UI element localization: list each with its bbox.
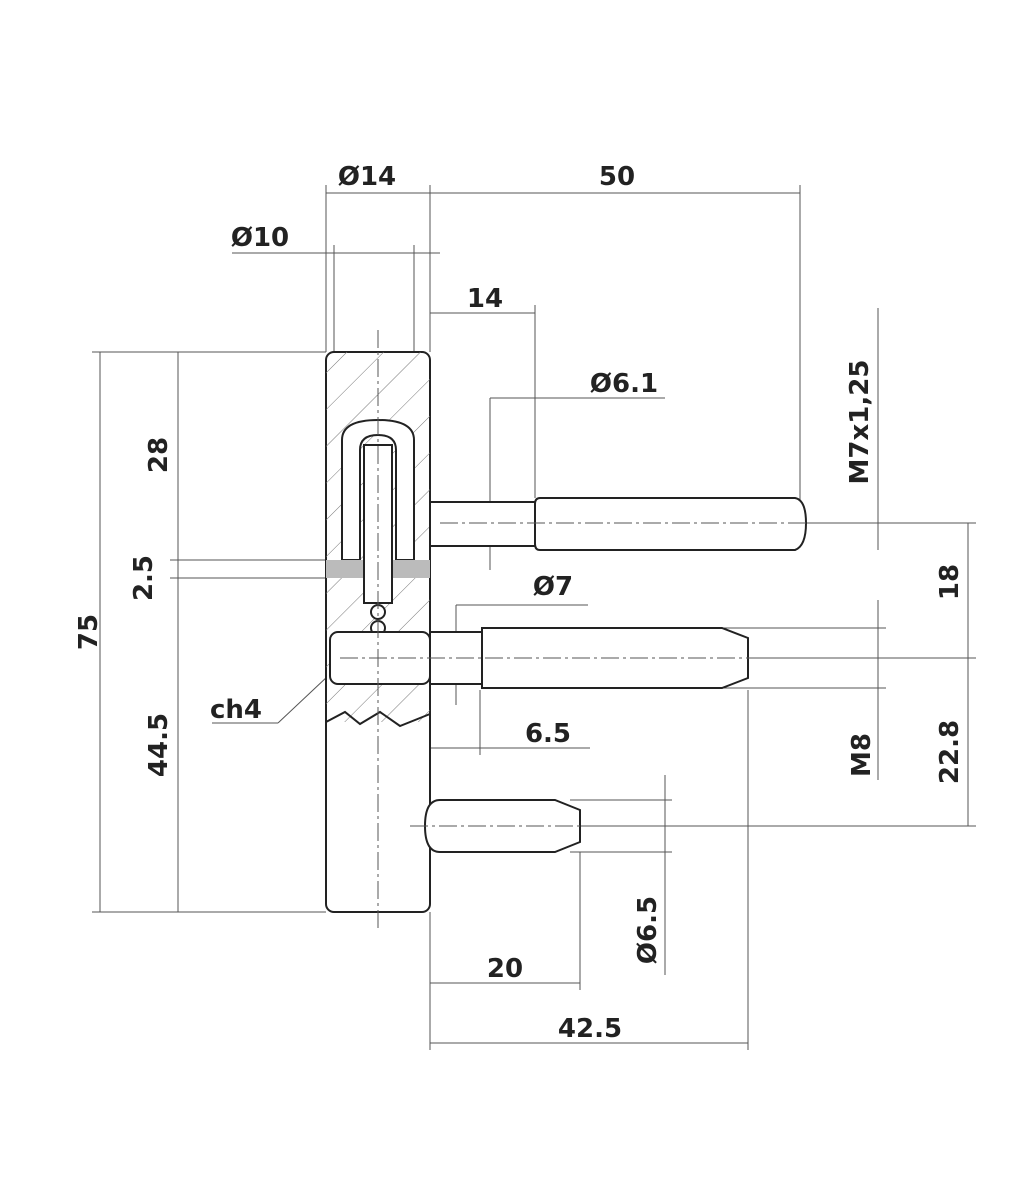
dim-75: 75	[74, 614, 104, 650]
dim-50: 50	[599, 162, 635, 192]
dim-42-5: 42.5	[558, 1014, 622, 1044]
dim-28: 28	[144, 437, 174, 473]
dim-m7: M7x1,25	[845, 360, 875, 485]
dim-d14: Ø14	[338, 162, 396, 192]
dim-14: 14	[467, 284, 503, 314]
lower-pin	[410, 799, 595, 853]
middle-pin	[340, 627, 760, 689]
dimension-lines	[92, 185, 976, 1050]
dim-44-5: 44.5	[144, 713, 174, 777]
dim-20: 20	[487, 954, 523, 984]
dim-m8: M8	[847, 733, 877, 777]
dim-2-5: 2.5	[129, 555, 159, 601]
dim-d10: Ø10	[231, 223, 289, 253]
dim-22-8: 22.8	[935, 720, 965, 784]
dim-d6-1: Ø6.1	[590, 369, 658, 399]
upper-pin	[429, 497, 820, 551]
hinge-body	[325, 330, 431, 930]
dim-d6-5: Ø6.5	[633, 896, 663, 964]
dim-18: 18	[935, 564, 965, 600]
dim-ch4: ch4	[210, 695, 262, 725]
dim-6-5: 6.5	[525, 719, 571, 749]
dim-d7: Ø7	[533, 572, 573, 602]
